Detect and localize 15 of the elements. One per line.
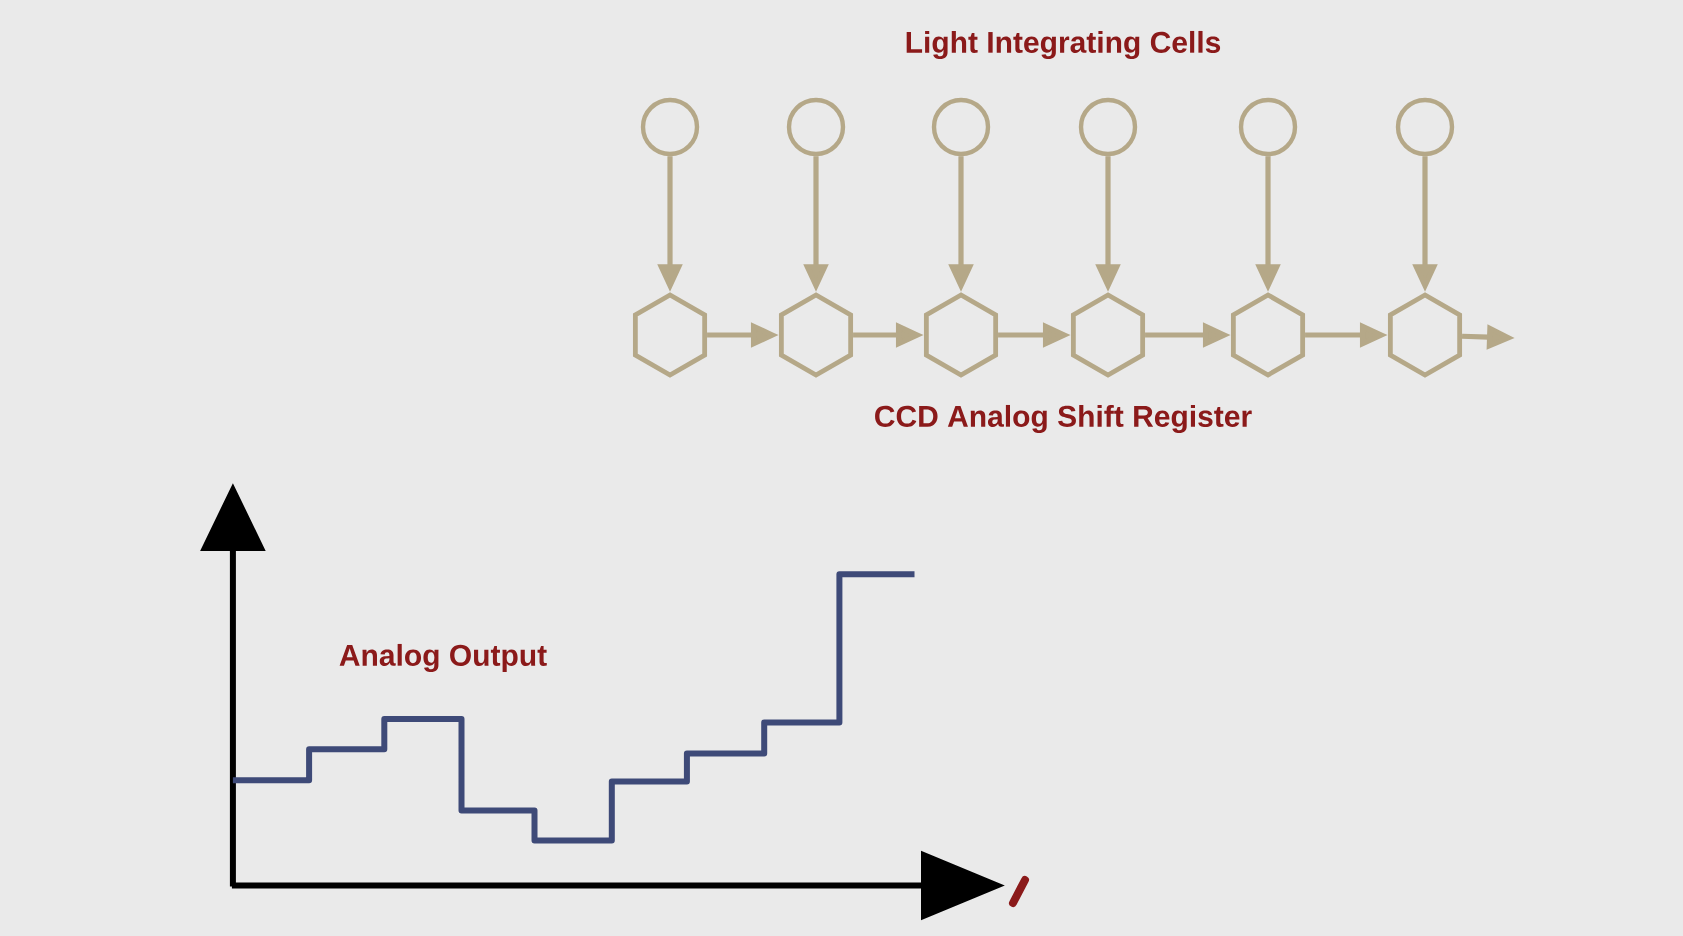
heading: Light Integrating Cells <box>906 30 1221 60</box>
register-hexagon <box>923 292 999 378</box>
label: Analog Output <box>339 643 547 673</box>
register-hexagon <box>1387 292 1463 378</box>
cell-circle <box>786 97 846 157</box>
cell-circle <box>640 97 700 157</box>
register-hexagon <box>1070 292 1146 378</box>
cell-circle <box>931 97 991 157</box>
cell-circle <box>1078 97 1138 157</box>
cell-circle <box>1238 97 1298 157</box>
cell-circle <box>1395 97 1455 157</box>
register-hexagon <box>632 292 708 378</box>
label: CCD Analog Shift Register <box>875 404 1252 434</box>
register-hexagon <box>1230 292 1306 378</box>
register-hexagon <box>778 292 854 378</box>
